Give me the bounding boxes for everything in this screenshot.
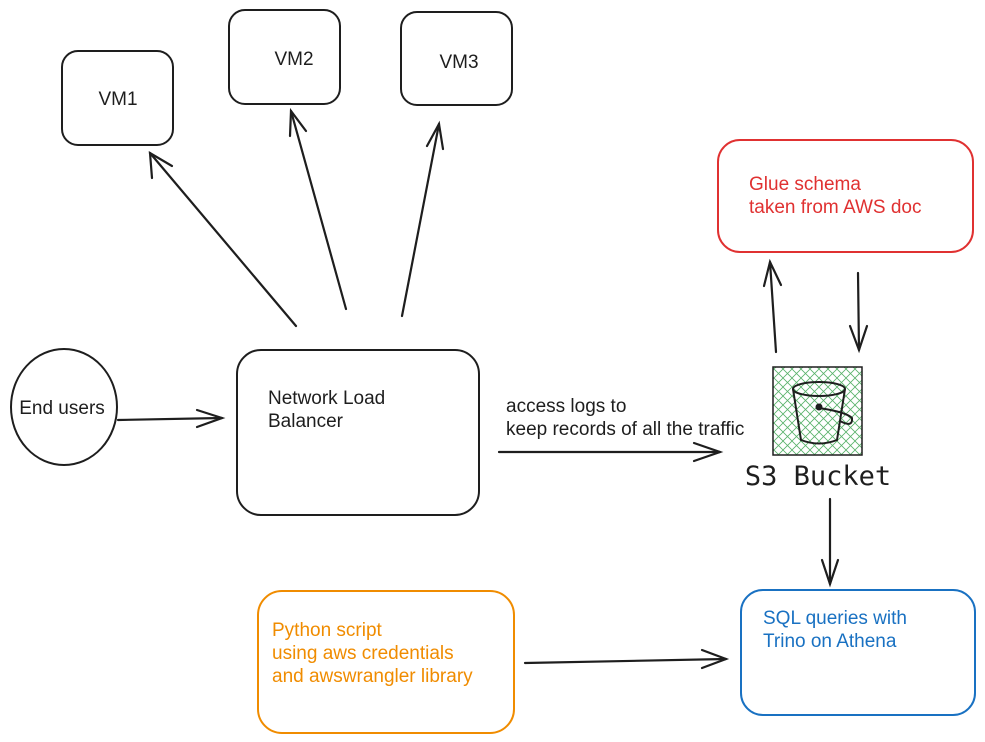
access-logs-edge-label: access logs to keep records of all the t… (506, 396, 744, 440)
bucket-handle-dot (815, 403, 823, 411)
sql-label-line2: Trino on Athena (763, 631, 897, 652)
vm1-node[interactable]: VM1 (61, 50, 174, 146)
arrow-end-users-to-nlb (116, 408, 226, 429)
python-label-line3: and awswrangler library (272, 666, 473, 687)
python-label-line1: Python script (272, 620, 383, 641)
vm3-node[interactable]: VM3 (400, 11, 513, 106)
s3-bucket-label: S3 Bucket (745, 461, 891, 492)
arrow-nlb-to-vm1 (148, 150, 298, 328)
bucket-icon-frame (772, 366, 863, 456)
arrow-nlb-to-vm3 (400, 120, 445, 318)
python-label-line2: using aws credentials (272, 643, 454, 664)
s3-bucket-node[interactable]: S3 Bucket (745, 366, 891, 492)
glue-schema-node[interactable]: Glue schema taken from AWS doc (717, 139, 974, 253)
vm3-label: VM3 (439, 52, 478, 73)
arrow-s3-to-glue (762, 258, 783, 354)
sql-label-line1: SQL queries with (763, 608, 907, 629)
arrow-nlb-to-vm2 (288, 107, 348, 311)
arrow-nlb-to-s3 (497, 441, 724, 463)
vm2-node[interactable]: VM2 (228, 9, 341, 105)
end-users-node[interactable]: End users (10, 348, 118, 466)
end-users-label: End users (19, 398, 105, 419)
arrow-python-to-sql (523, 648, 730, 670)
access-logs-line2: keep records of all the traffic (506, 419, 744, 440)
glue-label-line1: Glue schema (749, 174, 861, 195)
nlb-label-line2: Balancer (268, 411, 344, 432)
network-load-balancer-node[interactable]: Network Load Balancer (236, 349, 480, 516)
access-logs-line1: access logs to (506, 396, 626, 417)
arrow-glue-to-s3 (848, 271, 869, 354)
nlb-label-line1: Network Load (268, 388, 385, 409)
vm2-label: VM2 (274, 49, 313, 70)
python-script-node[interactable]: Python script using aws credentials and … (257, 590, 515, 734)
arrow-s3-to-sql (820, 497, 840, 588)
vm1-label: VM1 (98, 89, 137, 110)
sql-queries-node[interactable]: SQL queries with Trino on Athena (740, 589, 976, 716)
glue-label-line2: taken from AWS doc (749, 197, 921, 218)
bucket-icon (792, 381, 854, 445)
